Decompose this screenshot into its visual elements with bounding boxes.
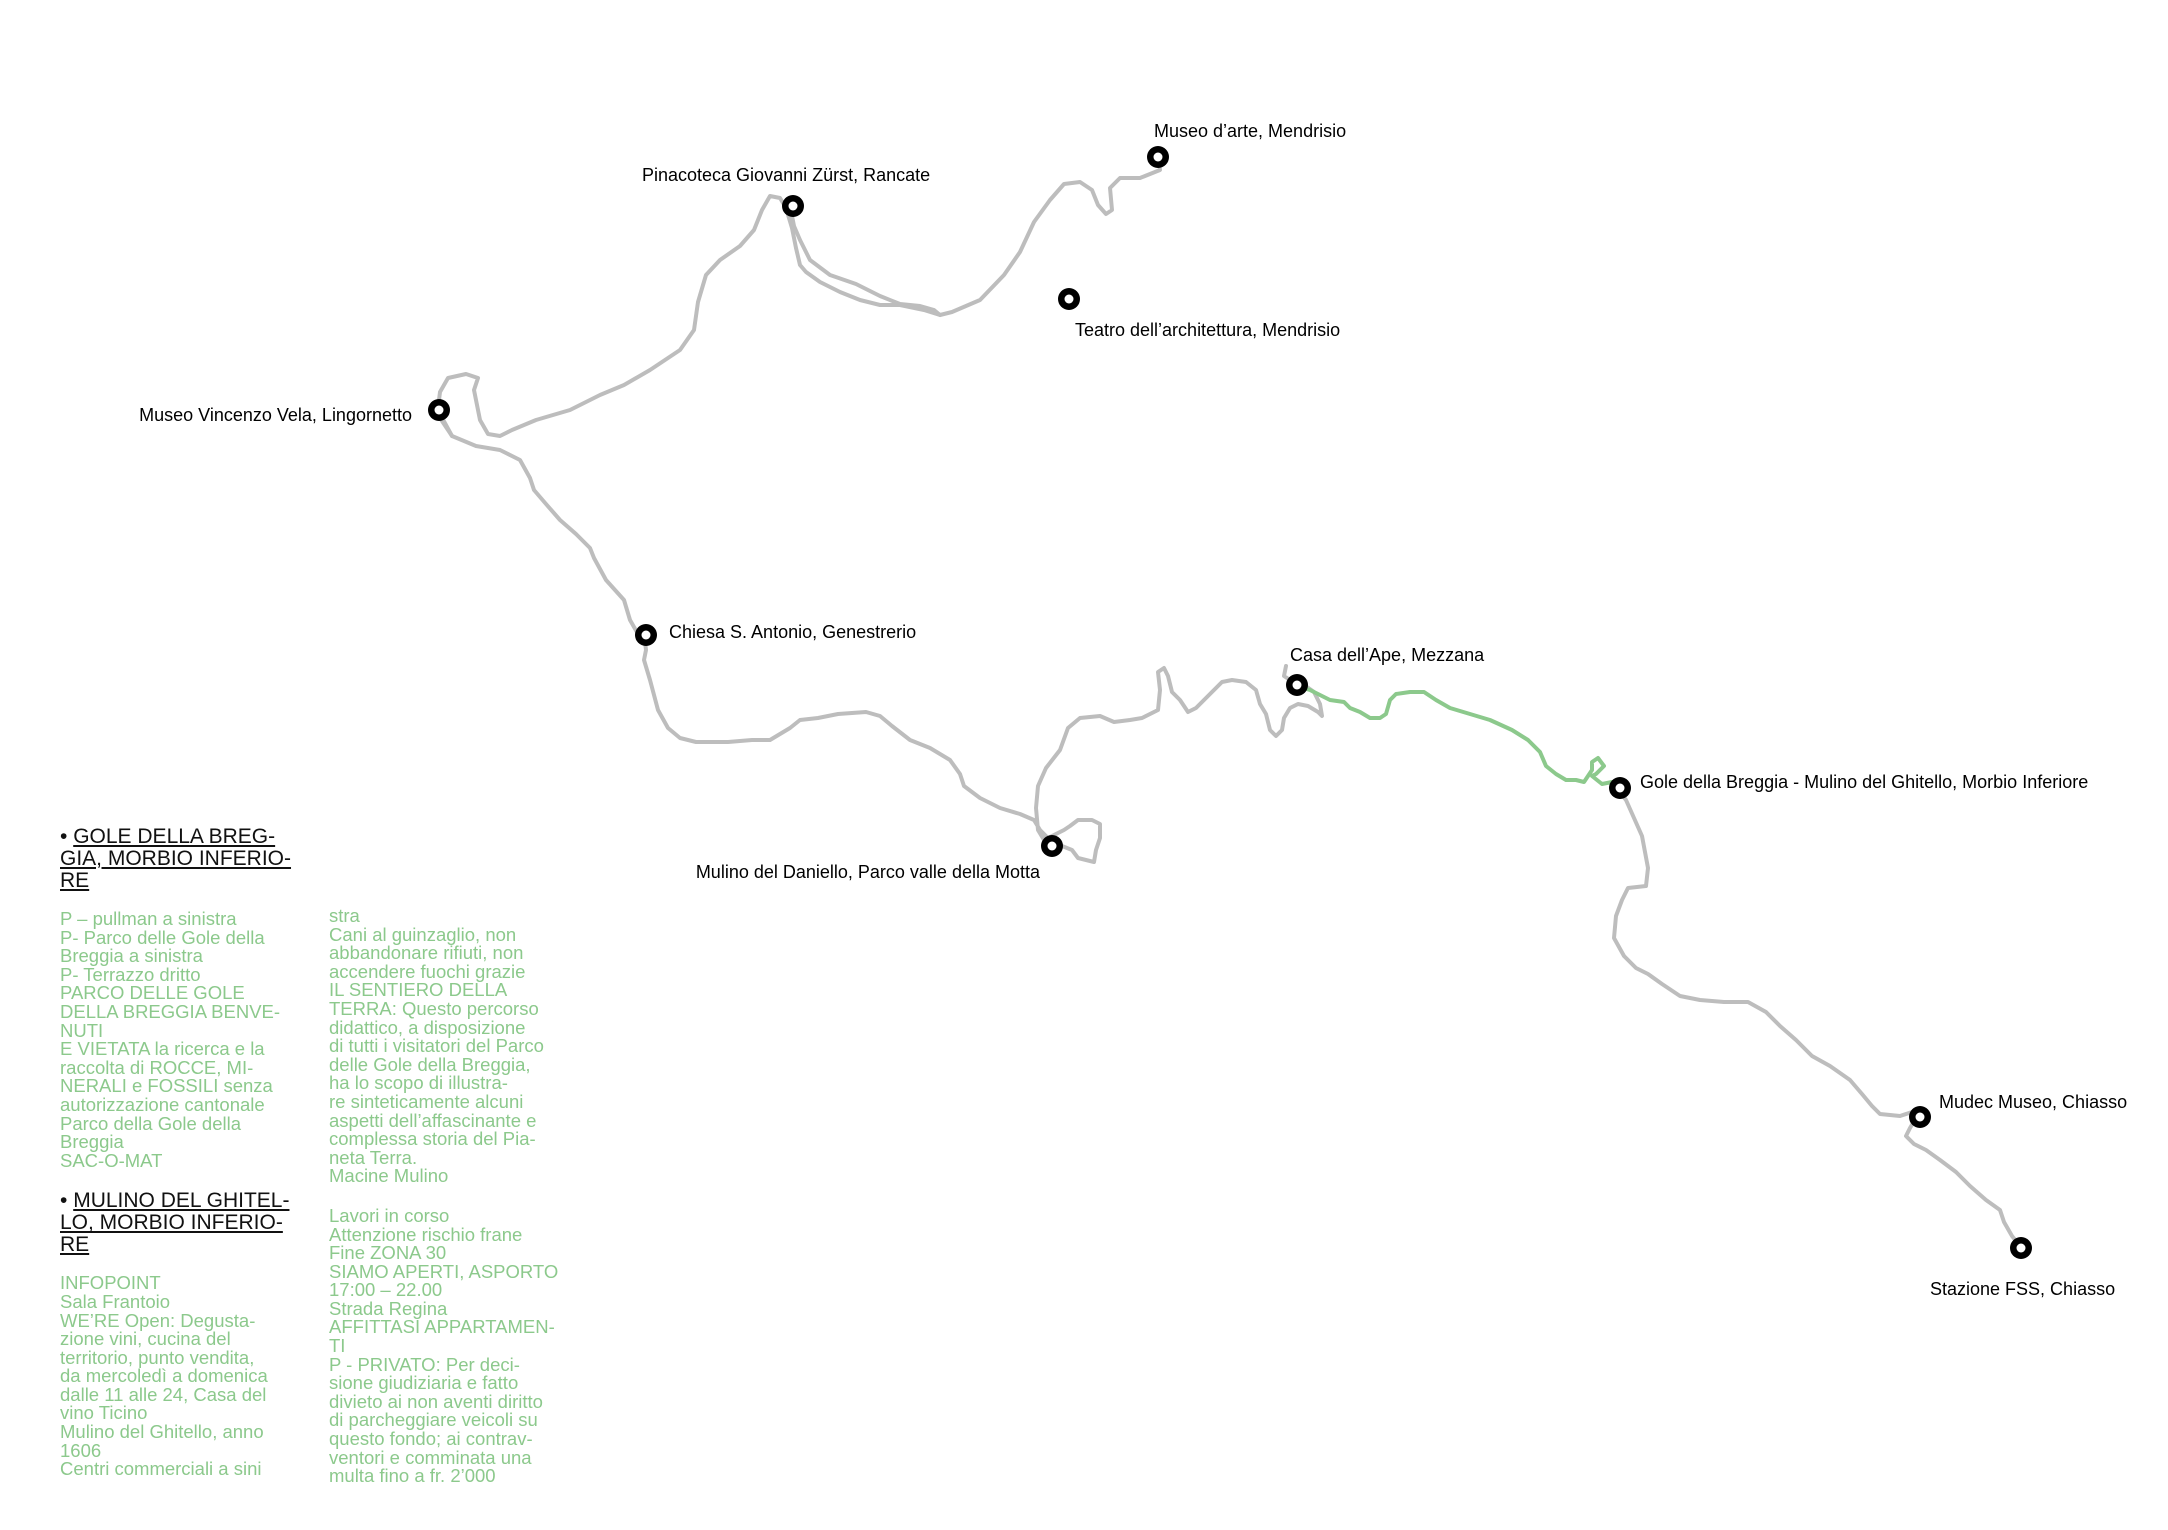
route-line [788,204,942,317]
stop-label: Chiesa S. Antonio, Genestrerio [669,622,916,642]
observation-item: Strada Regina [329,1297,448,1319]
route-line [1612,786,2022,1248]
section-heading[interactable]: • GOLE DELLA BREG- GIA, MORBIO INFERIO- … [60,826,310,892]
map-stop[interactable]: Museo Vincenzo Vela, Lingornetto [139,399,450,425]
section-heading[interactable]: • MULINO DEL GHITEL- LO, MORBIO INFERIO-… [60,1190,310,1256]
notes-column-2: stra Cani al guinzaglio, non abbandonare… [329,905,589,1487]
observation-item: Cani al guinzaglio, non abbandonare rifi… [329,923,526,982]
observation-item: AFFITTASI APPARTAMEN- TI [329,1316,555,1357]
observation-item: P - PRIVATO: Per deci- sione giudiziaria… [329,1353,543,1487]
observation-item: Centri commerciali a sini [60,1458,262,1480]
stop-label: Mudec Museo, Chiasso [1939,1092,2127,1112]
section-title: MULINO DEL GHITEL- LO, MORBIO INFERIO- R… [60,1189,290,1257]
observation-item: E VIETATA la ricerca e la raccolta di RO… [60,1038,273,1115]
observation-item: Sala Frantoio [60,1290,171,1312]
stop-label: Pinacoteca Giovanni Zürst, Rancate [642,165,930,185]
bullet: • [60,1189,68,1213]
observation-item: WE’RE Open: Degusta- zione vini, cucina … [60,1309,268,1424]
observation-list: INFOPOINT Sala Frantoio WE’RE Open: Degu… [60,1274,310,1479]
stop-label: Casa dell’Ape, Mezzana [1290,645,1485,665]
map-stop[interactable]: Gole della Breggia - Mulino del Ghitello… [1609,772,2088,799]
stop-label: Gole della Breggia - Mulino del Ghitello… [1640,772,2088,792]
observation-item: P- Terrazzo dritto [60,963,201,985]
observation-list: stra Cani al guinzaglio, non abbandonare… [329,905,589,1187]
map-stop[interactable]: Pinacoteca Giovanni Zürst, Rancate [642,165,930,217]
route-highlight [1294,684,1619,790]
observation-item: Lavori in corso [329,1204,450,1226]
map-stop[interactable]: Museo d’arte, Mendrisio [1147,121,1346,168]
stop-label: Museo Vincenzo Vela, Lingornetto [139,405,412,425]
observation-item: Parco della Gole della Breggia [60,1112,241,1153]
observation-item: Macine Mulino [329,1165,449,1187]
observation-item: Fine ZONA 30 [329,1242,447,1264]
notes-column-1: • GOLE DELLA BREG- GIA, MORBIO INFERIO- … [60,826,310,1479]
map-stop[interactable]: Mulino del Daniello, Parco valle della M… [696,835,1063,882]
stop-label: Stazione FSS, Chiasso [1930,1279,2115,1299]
observation-list: Lavori in corso Attenzione rischio frane… [329,1204,589,1487]
observation-item: P – pullman a sinistra [60,908,237,929]
section-title: GOLE DELLA BREG- GIA, MORBIO INFERIO- RE [60,825,292,892]
map-stop[interactable]: Casa dell’Ape, Mezzana [1286,645,1485,696]
stop-label: Mulino del Daniello, Parco valle della M… [696,862,1041,882]
observation-item: stra [329,905,360,926]
spacer [329,1186,589,1207]
route-line [436,155,1324,864]
map-stop[interactable]: Teatro dell’architettura, Mendrisio [1058,288,1340,340]
observation-item: SIAMO APERTI, ASPORTO 17:00 – 22.00 [329,1260,559,1301]
observation-item: IL SENTIERO DELLA TERRA: Questo percorso… [329,979,544,1168]
stop-label: Museo d’arte, Mendrisio [1154,121,1346,141]
map-stop[interactable]: Mudec Museo, Chiasso [1909,1092,2127,1128]
map-stop[interactable]: Chiesa S. Antonio, Genestrerio [635,622,916,646]
observation-list: P – pullman a sinistra P- Parco delle Go… [60,908,310,1171]
observation-item: INFOPOINT [60,1272,161,1294]
bullet: • [60,825,68,848]
map-stop[interactable]: Stazione FSS, Chiasso [1930,1237,2115,1299]
observation-item: SAC-O-MAT [60,1149,163,1171]
observation-item: PARCO DELLE GOLE DELLA BREGGIA BENVE- NU… [60,982,281,1041]
stop-label: Teatro dell’architettura, Mendrisio [1075,320,1340,340]
observation-item: P- Parco delle Gole della Breggia a sini… [60,926,265,967]
observation-item: Mulino del Ghitello, anno 1606 [60,1421,264,1461]
observation-item: Attenzione rischio frane [329,1223,523,1245]
